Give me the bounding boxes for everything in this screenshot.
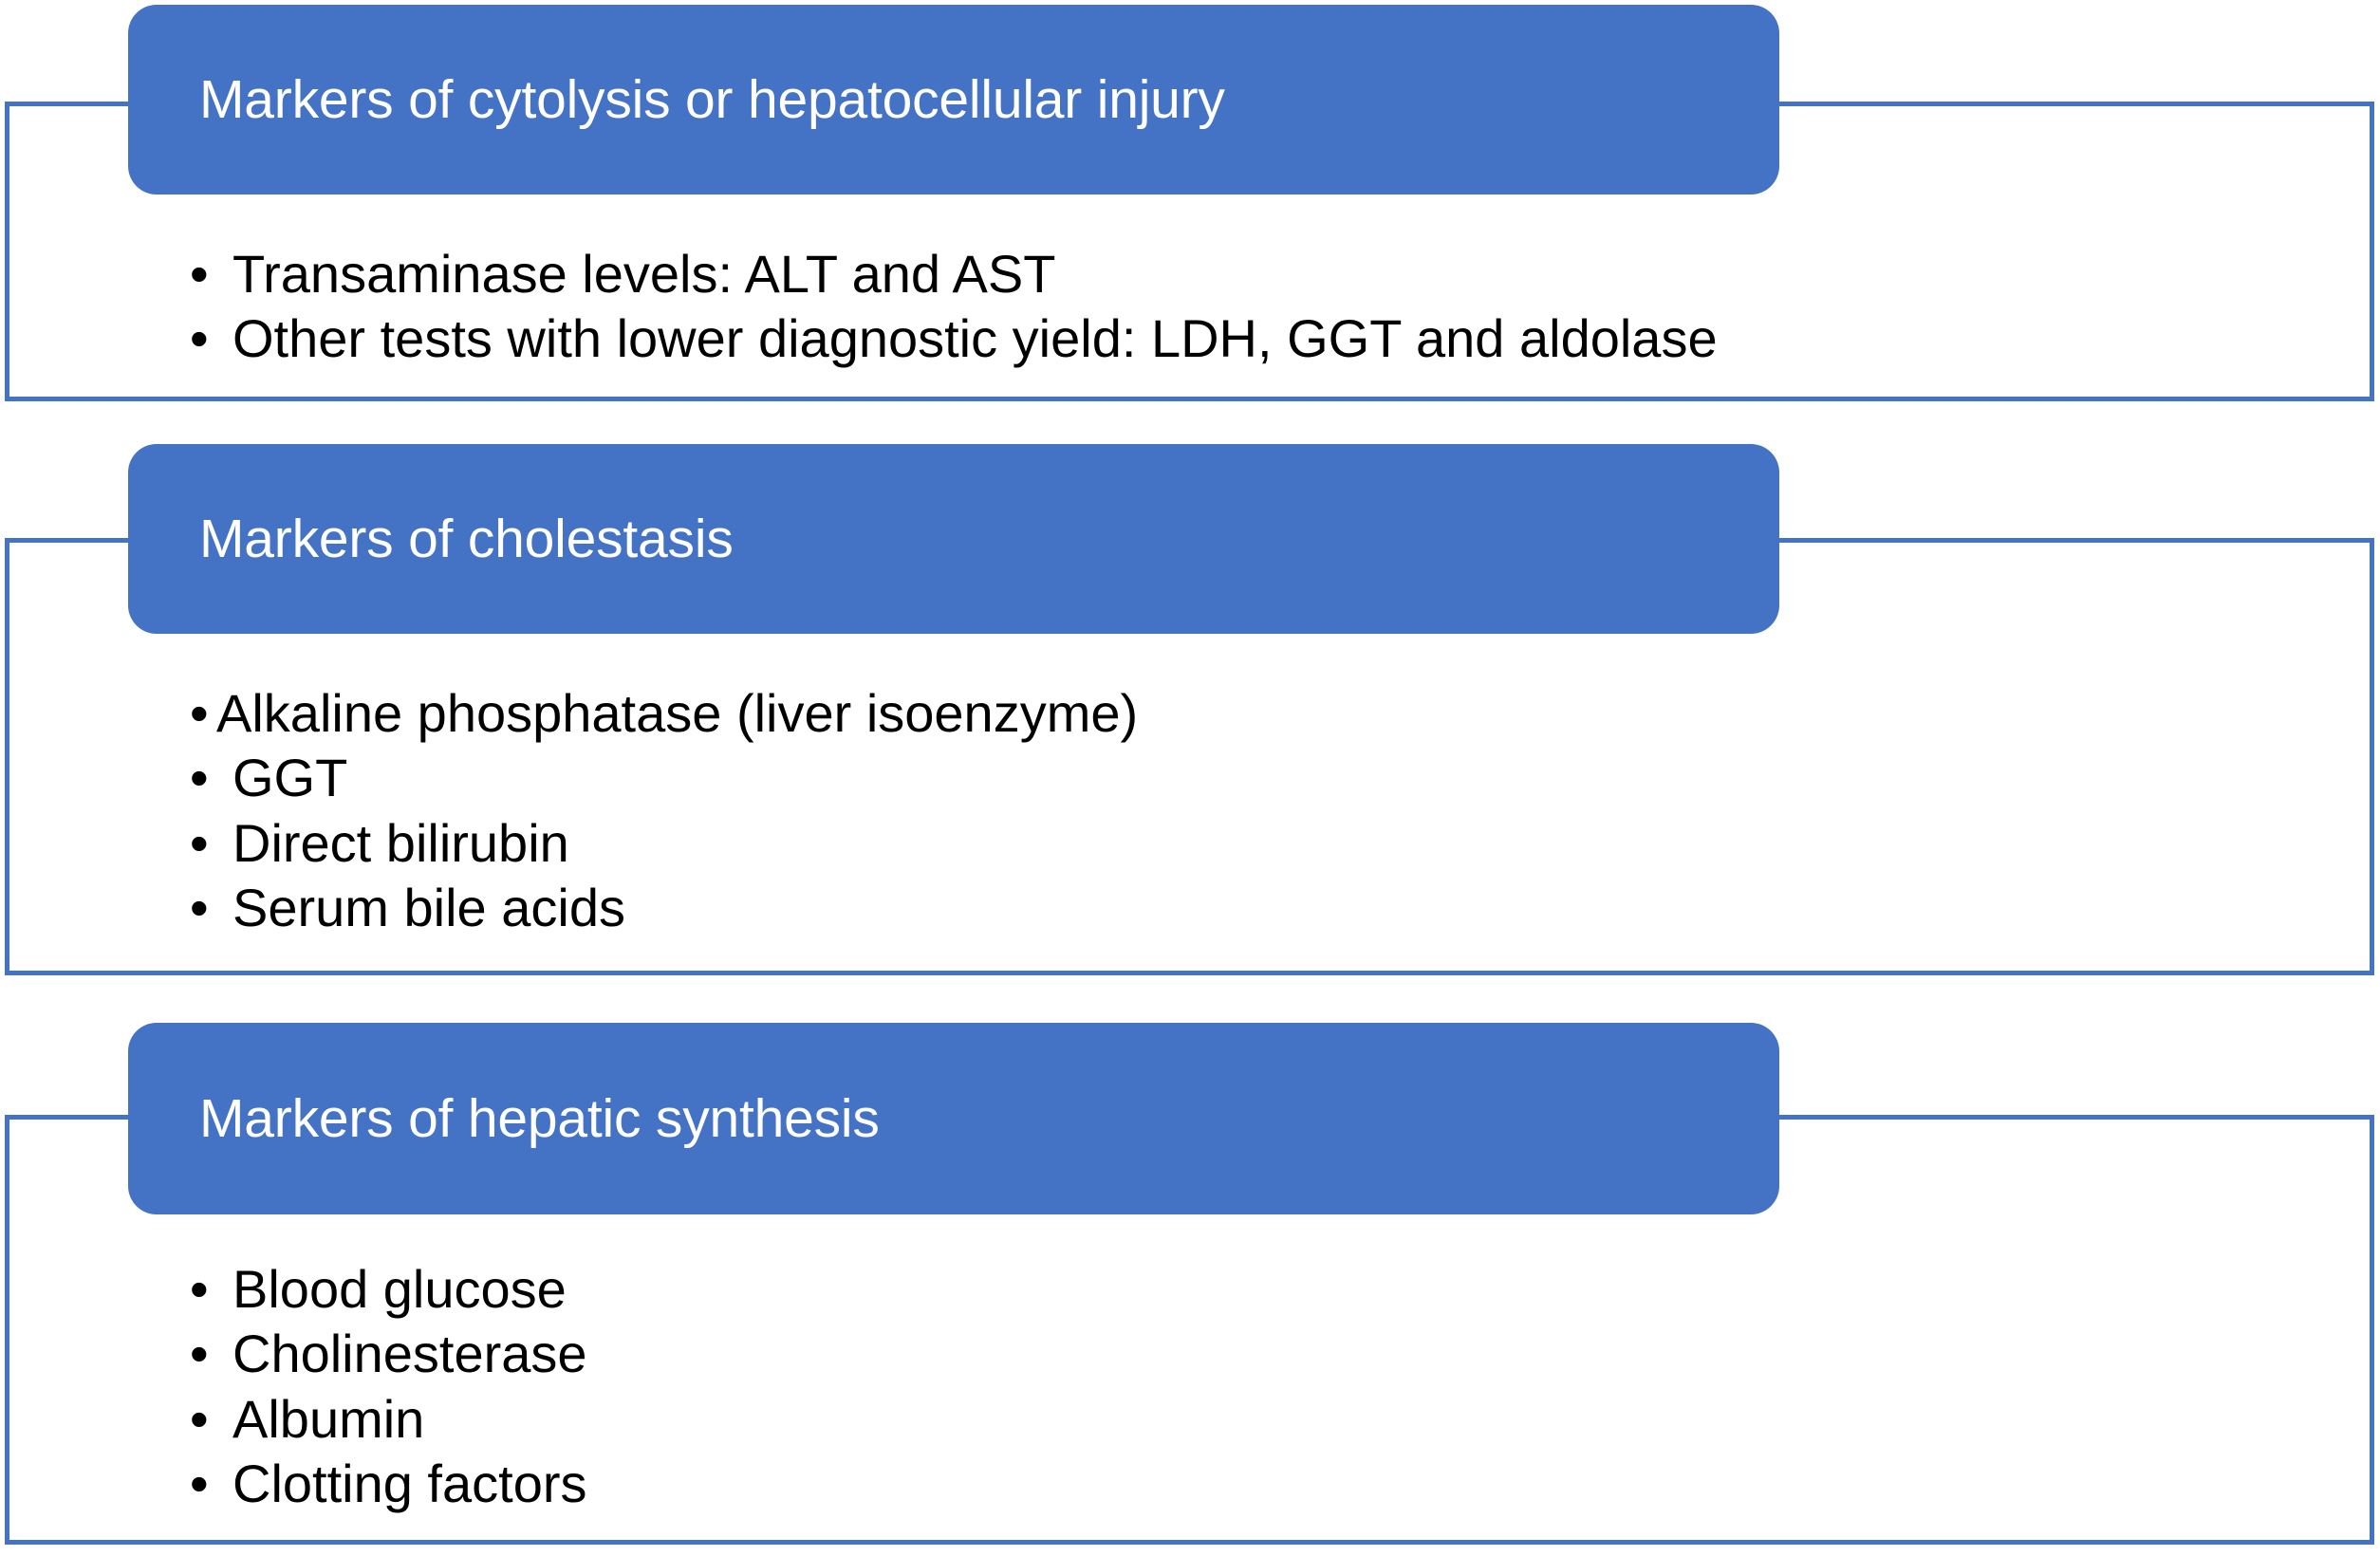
bullet-point-icon: • — [190, 877, 209, 937]
section-header-cytolysis: Markers of cytolysis or hepatocellular i… — [128, 5, 1779, 194]
list-item-label: GGT — [232, 748, 348, 808]
list-item: • Alkaline phosphatase (liver isoenzyme) — [190, 681, 1138, 746]
list-item-label: Alkaline phosphatase (liver isoenzyme) — [216, 683, 1139, 743]
list-item: • Serum bile acids — [190, 876, 1138, 940]
list-item: • Other tests with lower diagnostic yiel… — [190, 306, 1718, 371]
list-item-label: Direct bilirubin — [232, 812, 569, 873]
list-item-label: Serum bile acids — [232, 877, 625, 937]
list-item-label: Transaminase levels: ALT and AST — [232, 244, 1056, 304]
bullet-point-icon: • — [190, 1259, 209, 1319]
list-item: • Cholinesterase — [190, 1322, 587, 1386]
bullet-point-icon: • — [190, 748, 209, 808]
section-header-label: Markers of cytolysis or hepatocellular i… — [199, 68, 1225, 130]
section-header-label: Markers of cholestasis — [199, 508, 734, 569]
bullet-list-cholestasis: • Alkaline phosphatase (liver isoenzyme)… — [190, 681, 1138, 940]
list-item-label: Other tests with lower diagnostic yield:… — [232, 308, 1718, 369]
section-header-label: Markers of hepatic synthesis — [199, 1087, 880, 1149]
list-item-label: Albumin — [232, 1388, 425, 1449]
list-item: • Clotting factors — [190, 1452, 587, 1516]
list-item: • GGT — [190, 746, 1138, 810]
section-header-hepatic-synthesis: Markers of hepatic synthesis — [128, 1023, 1779, 1214]
bullet-point-icon: • — [190, 308, 209, 369]
bullet-list-hepatic-synthesis: • Blood glucose • Cholinesterase • Album… — [190, 1257, 587, 1516]
list-item: • Transaminase levels: ALT and AST — [190, 242, 1718, 306]
bullet-list-cytolysis: • Transaminase levels: ALT and AST • Oth… — [190, 242, 1718, 372]
bullet-point-icon: • — [190, 812, 209, 873]
section-header-cholestasis: Markers of cholestasis — [128, 444, 1779, 634]
list-item: • Albumin — [190, 1387, 587, 1452]
list-item: • Blood glucose — [190, 1257, 587, 1322]
bullet-point-icon: • — [190, 1453, 209, 1513]
bullet-point-icon: • — [190, 1388, 209, 1449]
list-item-label: Blood glucose — [232, 1259, 567, 1319]
bullet-point-icon: • — [190, 683, 209, 743]
list-item: • Direct bilirubin — [190, 811, 1138, 876]
list-item-label: Cholinesterase — [232, 1324, 587, 1384]
bullet-point-icon: • — [190, 244, 209, 304]
bullet-point-icon: • — [190, 1324, 209, 1384]
list-item-label: Clotting factors — [232, 1453, 587, 1513]
